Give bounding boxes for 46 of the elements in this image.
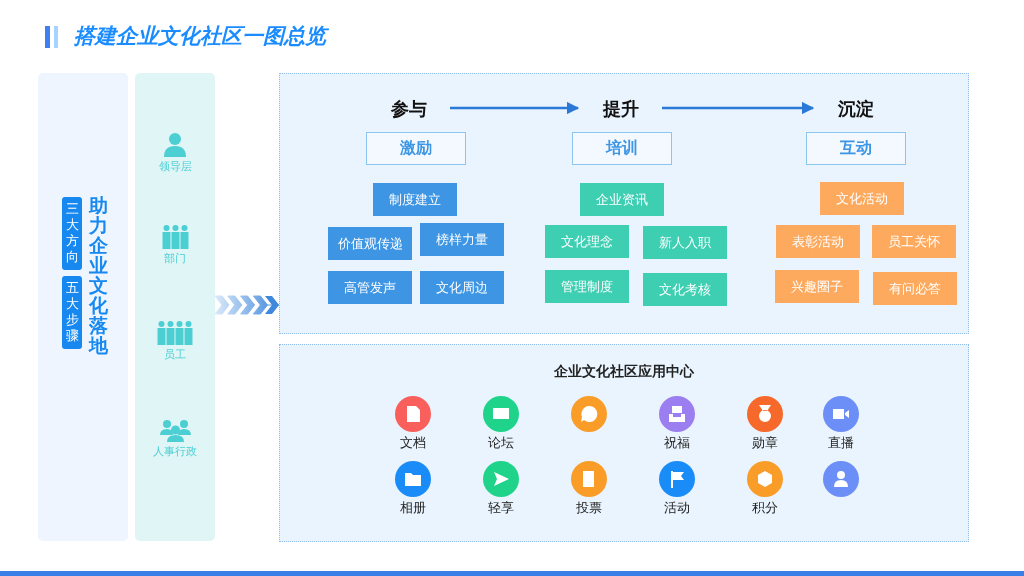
item-box: 文化周边 — [420, 271, 504, 304]
role-label: 人事行政 — [153, 445, 197, 458]
app-label: 投票 — [576, 500, 602, 515]
category-box: 培训 — [572, 132, 672, 165]
item-box: 价值观传递 — [328, 227, 412, 260]
arrow — [662, 101, 815, 115]
stage-heading: 参与 — [367, 95, 451, 123]
item-box: 企业资讯 — [580, 183, 664, 216]
app-label: 祝福 — [664, 435, 690, 450]
role-label: 领导层 — [158, 160, 192, 173]
category-box: 互动 — [806, 132, 906, 165]
item-box: 文化考核 — [643, 273, 727, 306]
item-box: 有问必答 — [873, 272, 957, 305]
app-label: 活动 — [664, 500, 690, 515]
panel-heading: 企业文化社区应用中心 — [554, 363, 694, 379]
item-box: 高管发声 — [328, 271, 412, 304]
stage-panel — [279, 73, 969, 334]
app-label: 论坛 — [488, 435, 514, 450]
app-label: 勋章 — [752, 435, 778, 450]
item-box: 制度建立 — [373, 183, 457, 216]
vertical-tag: 五大步骤 — [62, 276, 82, 349]
vertical-heading: 助力企业文化落地 — [88, 195, 108, 355]
role-column — [135, 73, 215, 541]
arrow — [450, 101, 580, 115]
category-box: 激励 — [366, 132, 466, 165]
item-box: 管理制度 — [545, 270, 629, 303]
app-label: 直播 — [828, 435, 854, 450]
app-panel — [279, 344, 969, 542]
app-label: 积分 — [752, 500, 778, 515]
chevron-arrow — [214, 295, 280, 315]
role-label: 员工 — [164, 348, 186, 361]
item-box: 新人入职 — [643, 226, 727, 259]
app-label: 相册 — [400, 500, 426, 515]
app-label: 轻享 — [488, 500, 514, 515]
vertical-tag: 三大方向 — [62, 197, 82, 270]
item-box: 榜样力量 — [420, 223, 504, 256]
app-label: 文档 — [400, 435, 426, 450]
item-box: 兴趣圈子 — [775, 270, 859, 303]
item-box: 员工关怀 — [872, 225, 956, 258]
stage-heading: 提升 — [579, 95, 663, 123]
side-panel — [38, 73, 128, 541]
item-box: 文化活动 — [820, 182, 904, 215]
item-box: 文化理念 — [545, 225, 629, 258]
stage-heading: 沉淀 — [814, 95, 898, 123]
role-label: 部门 — [164, 252, 186, 265]
item-box: 表彰活动 — [776, 225, 860, 258]
